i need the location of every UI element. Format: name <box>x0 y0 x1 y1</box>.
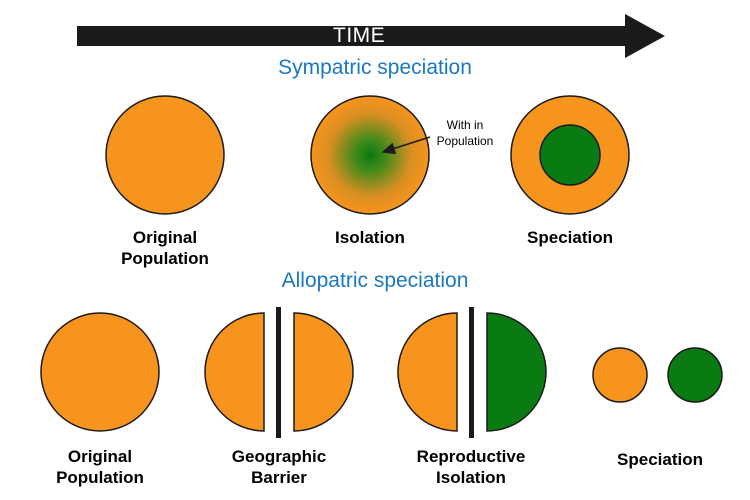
allopatric-stage-speciation-label: Speciation <box>617 450 703 469</box>
time-arrow <box>77 14 665 58</box>
allopatric-speciation-orange-circle <box>592 347 648 403</box>
allopatric-title: Allopatric speciation <box>281 269 469 292</box>
allopatric-stage-original-population-label: Original Population <box>56 447 144 487</box>
reproductive-isolation-left-half <box>397 312 458 432</box>
reproductive-isolation-right-half <box>486 312 547 432</box>
sympatric-original-population-circle <box>105 95 225 215</box>
allopatric-original-population-circle <box>40 312 160 432</box>
geographic-barrier-right-half <box>293 312 354 432</box>
allopatric-stage-geographic-barrier-label: Geographic Barrier <box>231 447 327 487</box>
sympatric-stage-speciation-label: Speciation <box>527 228 613 247</box>
time-label: TIME <box>333 24 386 47</box>
allopatric-stage-reproductive-isolation-label: Reproductive Isolation <box>416 447 526 487</box>
within-population-annotation: With in Population <box>436 118 494 148</box>
sympatric-title: Sympatric speciation <box>278 56 472 79</box>
sympatric-stage-original-population-label: Original Population <box>121 228 209 268</box>
within-population-pointer <box>381 136 431 155</box>
sympatric-stage-isolation-label: Isolation <box>335 228 405 247</box>
sympatric-isolation-circle <box>310 95 430 215</box>
allopatric-speciation-green-circle <box>667 347 723 403</box>
reproductive-isolation-wall <box>469 307 474 438</box>
geographic-barrier-wall <box>276 307 281 438</box>
sympatric-speciation-inner-circle <box>539 124 601 186</box>
geographic-barrier-left-half <box>204 312 265 432</box>
